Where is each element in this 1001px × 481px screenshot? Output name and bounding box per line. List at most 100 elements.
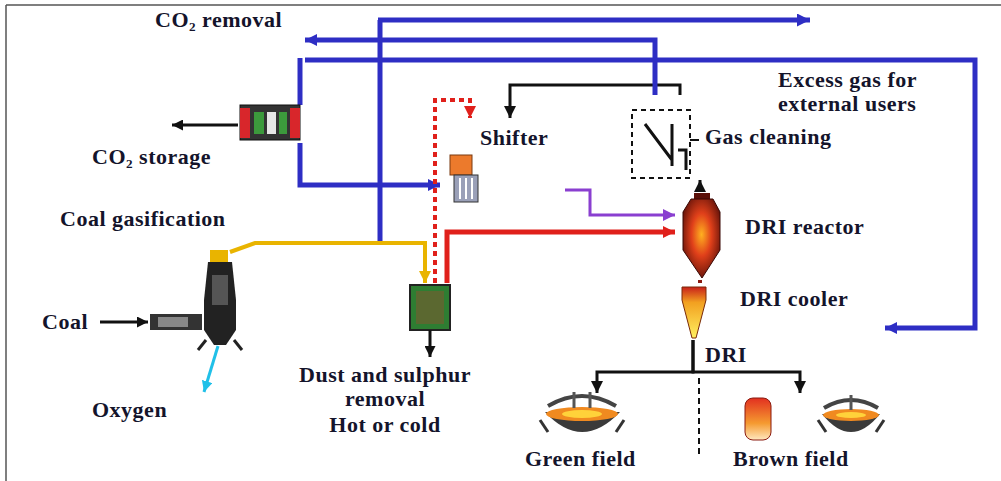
gasifier-box: Coal gasification [55, 205, 315, 345]
co2-removal-unit [172, 105, 300, 140]
shifter-vessel [450, 155, 478, 202]
shifter-vessel [465, 178, 467, 199]
green-field-furnace [540, 392, 624, 432]
node-label: Coal gasification [60, 207, 226, 231]
shifter-vessel [450, 155, 472, 175]
coal-gasifier [198, 340, 206, 350]
coal-gasifier [204, 262, 236, 345]
co2-removal-unit [240, 105, 300, 140]
field-separator [699, 378, 700, 455]
cooler-box: DRI cooler [675, 283, 885, 340]
node-label: Shifter [480, 126, 548, 150]
node-label: DRI cooler [740, 287, 848, 311]
gas-cleaning-unit [632, 110, 699, 178]
node-label: Hot or cold [285, 413, 485, 437]
shifter-vessel [454, 175, 478, 202]
coal-gasifier [234, 340, 242, 350]
annotation-label: Excess gas for external users [778, 68, 973, 116]
flow-connector [699, 180, 702, 190]
node-label: Brown field [733, 447, 849, 471]
flow-connector [447, 232, 675, 283]
flow-connector [305, 60, 975, 328]
gas-cleaning-unit [632, 110, 690, 178]
dri-reactor-shaft [683, 199, 720, 278]
dust-removal-unit [410, 285, 450, 330]
green-field-furnace [616, 420, 624, 432]
shifter-box: Shifter [440, 118, 565, 205]
flow-connector [698, 280, 702, 283]
dri-cooler-cone [682, 287, 706, 338]
brown-field-box: Brown field [708, 393, 898, 477]
flow-connector [435, 100, 470, 283]
annotation-label: CO₂ storage [92, 145, 211, 169]
flow-connector [597, 340, 693, 393]
co2-removal-unit [240, 108, 250, 138]
gas-cleaning-unit [690, 139, 699, 141]
co2-removal-unit: CO₂ removal [150, 8, 305, 143]
brown-field-plant [876, 420, 884, 432]
node-label: DRI reactor [745, 215, 864, 239]
coal-gasifier [100, 321, 148, 324]
shifter-vessel [459, 178, 461, 199]
flow-connector [693, 340, 800, 393]
coal-gasifier [100, 243, 316, 392]
coal-gasifier [150, 314, 202, 330]
dust-removal-unit [416, 291, 444, 324]
dri-reactor-shaft [683, 193, 720, 278]
brown-field-plant [836, 412, 866, 418]
green-field-furnace [573, 392, 576, 408]
coal-gasifier [212, 275, 228, 305]
field-separator [698, 378, 700, 455]
green-field-furnace [562, 410, 602, 418]
excess-gas-line [378, 18, 810, 23]
coal-gasifier [210, 250, 228, 262]
green-field-furnace [548, 396, 616, 406]
annotation-label: Oxygen [92, 398, 167, 422]
frame-line [6, 4, 1001, 6]
brown-field-plant [745, 395, 884, 440]
flow-connector [565, 190, 675, 215]
dust-removal-unit [429, 330, 432, 357]
reactor-box: DRI reactor [675, 190, 890, 280]
flow-connector [315, 243, 425, 283]
flow-connector [305, 40, 655, 95]
brown-field-plant [823, 409, 879, 421]
gas-cleaning-unit [645, 124, 686, 170]
co2-removal-unit [290, 108, 300, 138]
annotation-label: Coal [42, 310, 88, 334]
excess-gas-line [378, 20, 383, 243]
green-field-box: Green field [505, 393, 690, 477]
green-field-furnace [540, 420, 548, 432]
node-label: Dust and sulphur removal [285, 363, 485, 411]
dust-removal-box: Dust and sulphur removalHot or cold [285, 283, 489, 440]
dri-reactor-shaft [694, 193, 710, 199]
coal-gasifier [204, 346, 218, 392]
dri-cooler-cone [682, 287, 706, 338]
co2-removal-unit [267, 112, 276, 134]
flow-connector [300, 143, 440, 185]
brown-field-plant [818, 420, 826, 432]
excess-gas-line [298, 58, 303, 105]
node-label: Gas cleaning [705, 125, 831, 149]
excess-gas-line [300, 20, 810, 243]
green-field-furnace [589, 392, 592, 408]
brown-field-plant [745, 398, 771, 440]
green-field-furnace [546, 407, 618, 421]
frame-line [6, 5, 1001, 481]
co2-removal-unit [172, 124, 238, 127]
node-label: Green field [525, 447, 636, 471]
co2-removal-unit [279, 112, 287, 134]
shifter-vessel [471, 178, 473, 199]
dust-removal-unit [410, 285, 450, 357]
brown-field-plant [850, 395, 853, 410]
gas-cleaning-box: Gas cleaning [628, 95, 868, 180]
node-label: CO₂ removal [155, 8, 282, 32]
flow-label: DRI [703, 343, 749, 367]
coal-gasifier [158, 317, 188, 327]
coal-gasifier [230, 243, 316, 252]
frame-line [5, 5, 7, 481]
